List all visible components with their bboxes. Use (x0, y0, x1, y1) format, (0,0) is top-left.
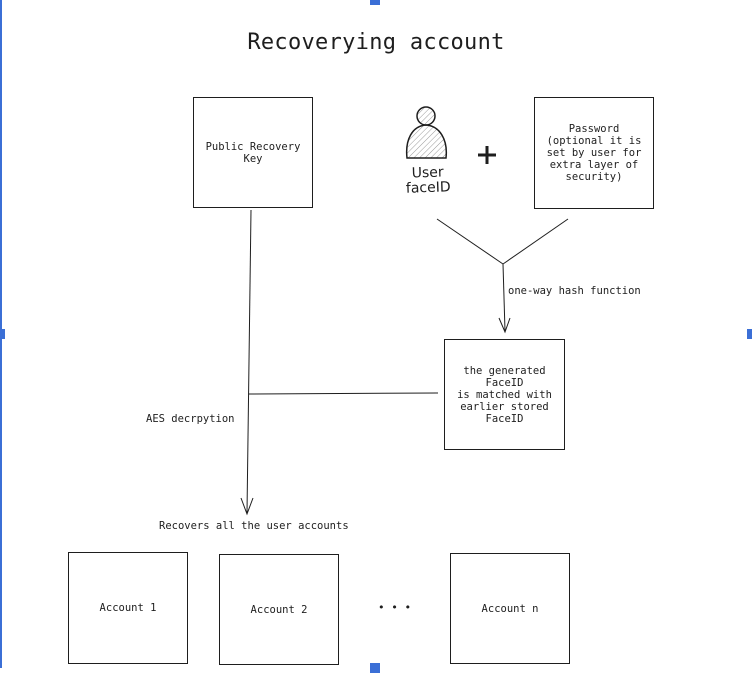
key-arrow-head (240, 497, 254, 516)
account-1-box[interactable]: Account 1 (68, 552, 188, 664)
aes-decryption-label: AES decrpytion (146, 413, 235, 425)
selection-handle-right[interactable] (747, 329, 752, 339)
ellipsis-dots: • • • (378, 601, 412, 614)
user-icon (405, 106, 448, 159)
selection-handle-top[interactable] (370, 0, 380, 5)
diagram-title: Recoverying account (247, 30, 505, 55)
public-recovery-key-box[interactable]: Public Recovery Key (193, 97, 313, 208)
hash-function-label: one-way hash function (508, 285, 641, 297)
match-connector-line (248, 392, 439, 395)
hash-arrow-line (502, 263, 506, 332)
plus-icon (478, 146, 496, 164)
generated-faceid-box[interactable]: the generated FaceID is matched with ear… (444, 339, 565, 450)
selection-handle-left[interactable] (0, 329, 5, 339)
recovers-accounts-label: Recovers all the user accounts (159, 520, 349, 532)
merge-line-right (502, 218, 569, 265)
account-n-box[interactable]: Account n (450, 553, 570, 664)
key-arrow-line (246, 209, 252, 514)
password-box[interactable]: Password (optional it is set by user for… (534, 97, 654, 209)
hash-arrow-head (498, 317, 511, 334)
user-faceid-label: User faceID (405, 164, 451, 197)
merge-line-left (436, 218, 504, 265)
account-2-box[interactable]: Account 2 (219, 554, 339, 665)
